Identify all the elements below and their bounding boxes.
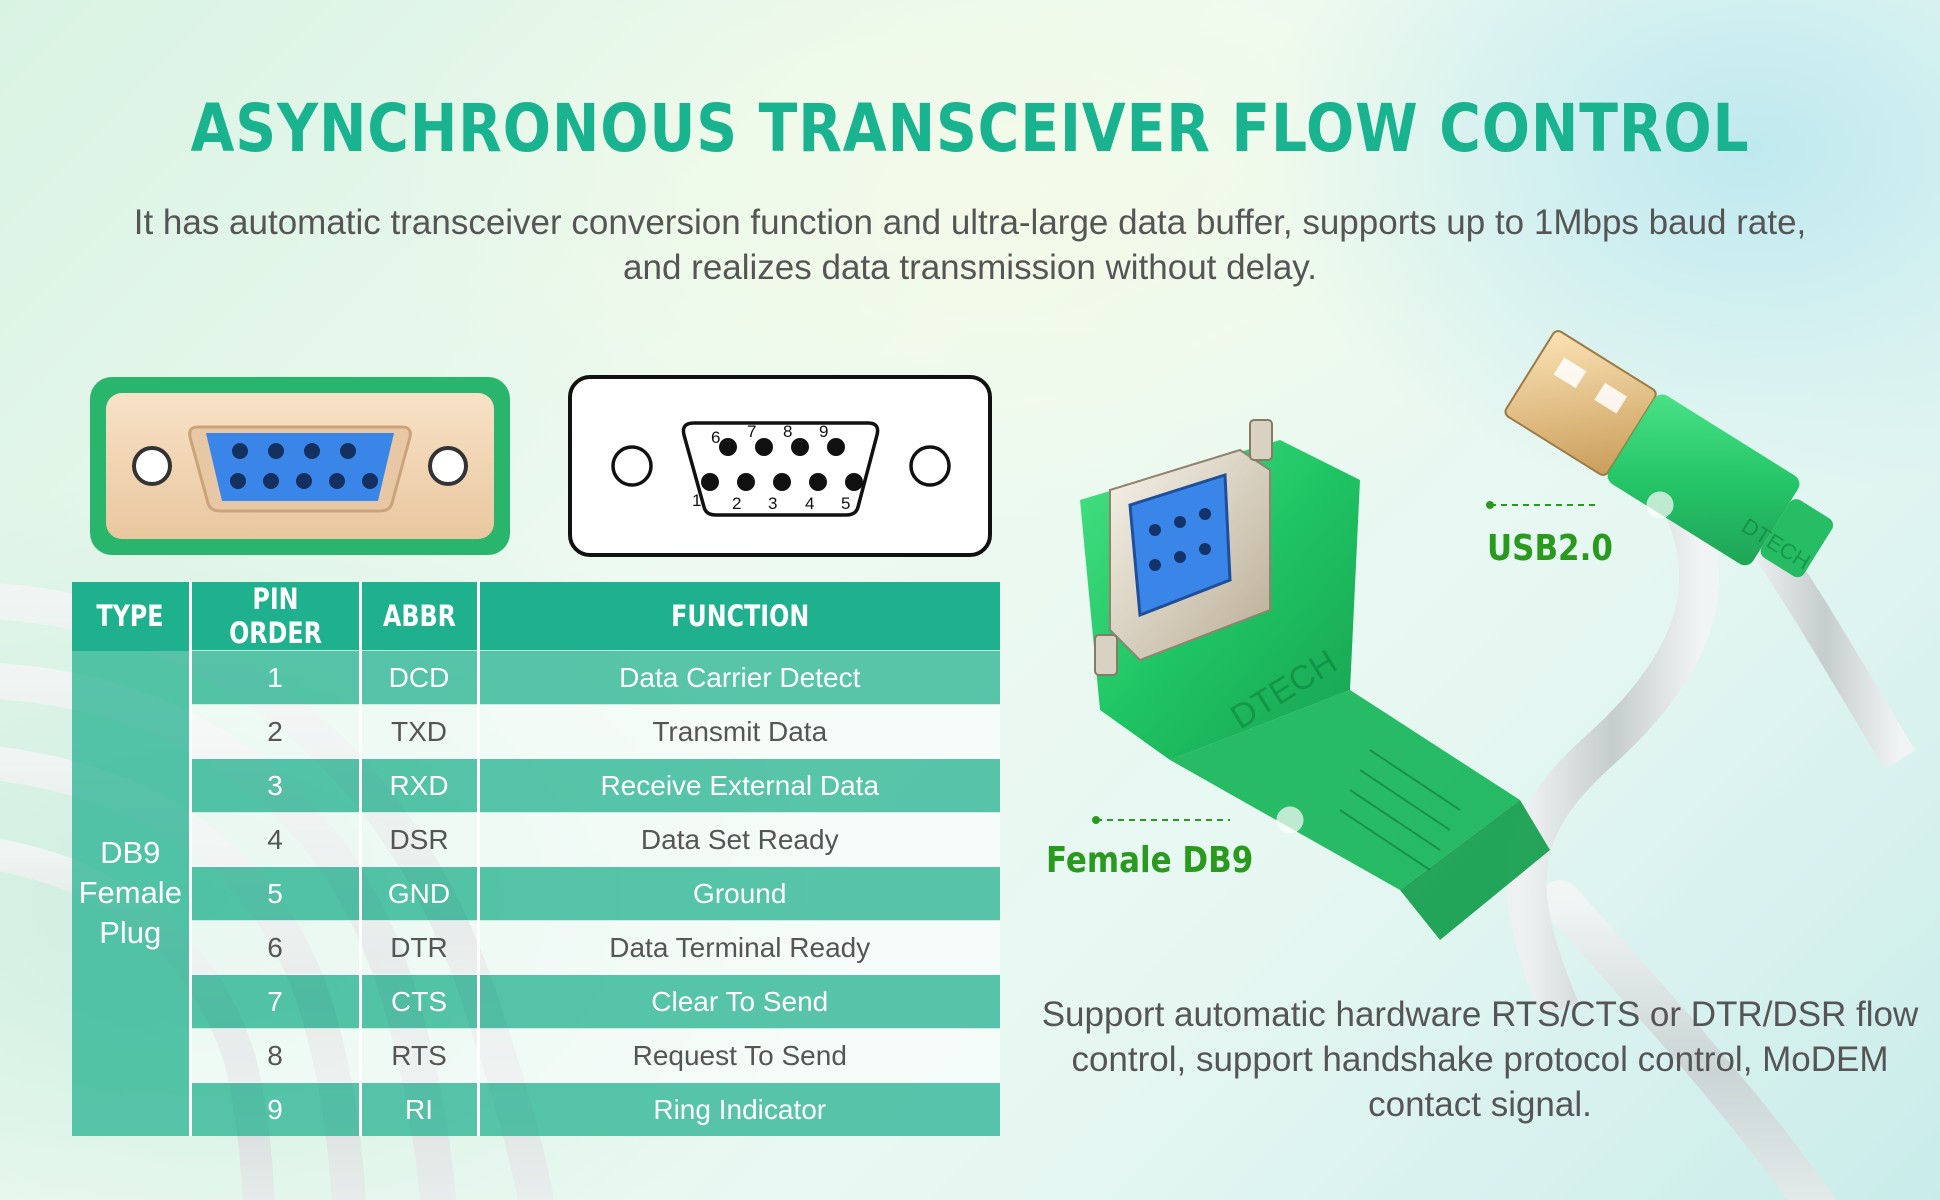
function-cell: Request To Send	[478, 1028, 1000, 1083]
table-header-row: TYPE PIN ORDER ABBR FUNCTION	[72, 582, 1000, 651]
function-cell: Ring Indicator	[478, 1082, 1000, 1136]
header-pin-order: PIN ORDER	[190, 582, 362, 651]
usb-to-db9-cable-image: DTECH DTECH	[1080, 330, 1916, 1010]
header-abbr: ABBR	[360, 582, 480, 651]
pin-cell: 3	[190, 758, 362, 813]
table-row: 3 RXD Receive External Data	[72, 758, 1000, 813]
db9-connector-photo	[90, 377, 510, 555]
abbr-cell: RTS	[360, 1028, 480, 1083]
page-subtitle: It has automatic transceiver conversion …	[133, 203, 1807, 287]
abbr-cell: CTS	[360, 974, 480, 1029]
db9-pin-diagram: 6 7 8 9 1 2 3 4 5	[568, 375, 992, 557]
abbr-cell: DSR	[360, 812, 480, 867]
page-title: ASYNCHRONOUS TRANSCEIVER FLOW CONTROL	[190, 90, 1750, 167]
pin-label-3: 3	[768, 494, 777, 513]
abbr-cell: RI	[360, 1082, 480, 1136]
pin-label-8: 8	[783, 422, 792, 441]
female-db9-label: Female DB9	[1046, 840, 1254, 881]
table-row: 9 RI Ring Indicator	[72, 1082, 1000, 1136]
function-cell: Data Terminal Ready	[478, 920, 1000, 975]
pin-cell: 2	[190, 704, 362, 759]
abbr-cell: RXD	[360, 758, 480, 813]
pin-cell: 4	[190, 812, 362, 867]
function-cell: Data Carrier Detect	[478, 650, 1000, 705]
pin-cell: 8	[190, 1028, 362, 1083]
abbr-cell: TXD	[360, 704, 480, 759]
pin-label-7: 7	[747, 422, 756, 441]
pin-label-9: 9	[819, 422, 828, 441]
pin-table: TYPE PIN ORDER ABBR FUNCTION DB9 Female …	[72, 582, 1000, 1136]
table-row: 7 CTS Clear To Send	[72, 974, 1000, 1029]
pin-label-6: 6	[711, 428, 720, 447]
abbr-cell: DTR	[360, 920, 480, 975]
pin-label-1: 1	[692, 491, 701, 510]
abbr-cell: DCD	[360, 650, 480, 705]
function-cell: Transmit Data	[478, 704, 1000, 759]
table-row: 5 GND Ground	[72, 866, 1000, 921]
header-type: TYPE	[72, 582, 192, 651]
header-function: FUNCTION	[478, 582, 1000, 651]
function-cell: Data Set Ready	[478, 812, 1000, 867]
function-cell: Ground	[478, 866, 1000, 921]
table-row: 8 RTS Request To Send	[72, 1028, 1000, 1083]
usb-label: USB2.0	[1487, 528, 1613, 569]
abbr-cell: GND	[360, 866, 480, 921]
table-row: DB9 Female Plug 1 DCD Data Carrier Detec…	[72, 650, 1000, 1136]
pin-label-4: 4	[805, 494, 814, 513]
pin-cell: 1	[190, 650, 362, 705]
pin-label-2: 2	[732, 494, 741, 513]
support-description: Support automatic hardware RTS/CTS or DT…	[1041, 995, 1919, 1124]
table-row: 6 DTR Data Terminal Ready	[72, 920, 1000, 975]
function-cell: Clear To Send	[478, 974, 1000, 1029]
pin-cell: 7	[190, 974, 362, 1029]
table-row: 4 DSR Data Set Ready	[72, 812, 1000, 867]
pin-cell: 9	[190, 1082, 362, 1136]
function-cell: Receive External Data	[478, 758, 1000, 813]
pin-label-5: 5	[841, 494, 850, 513]
pin-cell: 5	[190, 866, 362, 921]
table-row: 2 TXD Transmit Data	[72, 704, 1000, 759]
type-cell: DB9 Female Plug	[72, 650, 192, 1136]
pin-cell: 6	[190, 920, 362, 975]
